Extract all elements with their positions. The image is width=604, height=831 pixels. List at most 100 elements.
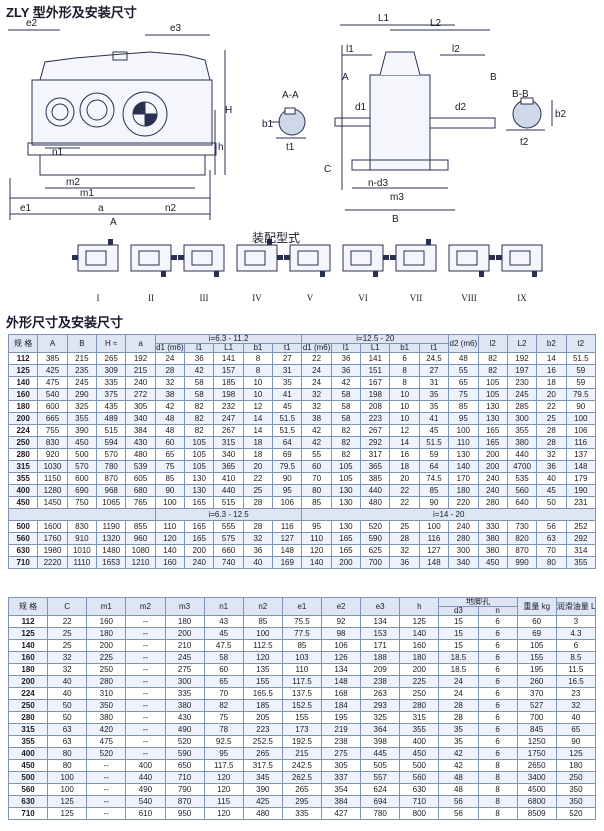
- table-cell: 28: [154, 364, 186, 377]
- table-cell: 51.5: [418, 436, 450, 449]
- table-cell: --: [125, 639, 166, 652]
- shaft-input: [489, 255, 495, 260]
- table-cell: 18.5: [438, 651, 479, 664]
- table-cell: 305: [125, 400, 156, 413]
- table-cell: 694: [360, 795, 401, 808]
- table-cell: 25: [389, 520, 420, 533]
- table-cell: 250: [7, 699, 49, 712]
- t2-head-n2: n2: [242, 597, 283, 616]
- table-cell: 82: [330, 436, 362, 449]
- table-cell: 127: [418, 544, 450, 557]
- table-cell: 280: [7, 711, 49, 724]
- table-cell: 210: [164, 639, 205, 652]
- label-h-upper: H: [225, 105, 232, 116]
- table-cell: 630: [7, 795, 49, 808]
- table-cell: 74.5: [418, 472, 450, 485]
- table-cell: 845: [516, 723, 557, 736]
- table-cell: 12: [389, 424, 420, 437]
- table-cell: 100: [154, 496, 186, 509]
- table-cell: 75: [154, 460, 186, 473]
- table-cell: 185: [213, 376, 244, 389]
- table-cell: 170: [448, 472, 479, 485]
- table-cell: 750: [66, 496, 98, 509]
- table-cell: 830: [66, 520, 98, 533]
- table-cell: 10: [389, 388, 420, 401]
- table-cell: 950: [164, 807, 205, 820]
- table-cell: 293: [360, 699, 401, 712]
- table-cell: 315: [399, 711, 440, 724]
- t2-head-foot: 地脚孔: [438, 597, 518, 607]
- table-cell: 665: [37, 412, 68, 425]
- t1-head-l2: l2: [477, 334, 508, 353]
- shaft-input: [284, 255, 290, 260]
- table-cell: 500: [7, 520, 39, 533]
- table-cell: 855: [125, 520, 156, 533]
- table-cell: 134: [320, 663, 362, 676]
- table-cell: 230: [506, 376, 538, 389]
- table-cell: 22: [301, 352, 332, 365]
- shaft-input: [277, 255, 283, 260]
- label-b-b: B-B: [512, 89, 529, 100]
- table-cell: 440: [213, 484, 244, 497]
- assembly-inner: [244, 250, 266, 266]
- table-cell: 152.5: [281, 699, 323, 712]
- table-cell: 245: [66, 376, 98, 389]
- label-e1: e1: [20, 203, 32, 214]
- table-cell: 355: [7, 735, 49, 748]
- table-cell: 2650: [516, 759, 557, 772]
- table-cell: 420: [86, 723, 127, 736]
- t1-head-l1b: l1: [330, 343, 362, 353]
- table-cell: 180: [399, 651, 440, 664]
- table-cell: 3: [555, 615, 597, 628]
- label-m1: m1: [80, 188, 94, 199]
- table-cell: 168: [320, 687, 362, 700]
- table-cell: 25: [47, 639, 88, 652]
- assembly-box: [77, 244, 119, 272]
- table-cell: 317: [360, 448, 391, 461]
- table-cell: 11.5: [555, 663, 597, 676]
- table-cell: 35: [272, 376, 303, 389]
- t2-head-m1: m1: [86, 597, 127, 616]
- table-cell: 800: [399, 807, 440, 820]
- table-cell: 64: [272, 436, 303, 449]
- table-cell: 18.5: [438, 663, 479, 676]
- label-L2: L2: [430, 18, 442, 29]
- label-n2: n2: [165, 203, 177, 214]
- table-cell: 730: [506, 520, 538, 533]
- table-cell: 6: [389, 352, 420, 365]
- table-cell: 155: [516, 651, 557, 664]
- table-cell: 85: [418, 484, 450, 497]
- table-cell: 160: [7, 388, 39, 401]
- table-cell: 110: [448, 436, 479, 449]
- table2-head-row: 规 格 C m1 m2 m3 n1 n2 e1 e2 e3 h 地脚孔 重量 k…: [7, 597, 597, 616]
- t2-head-m3: m3: [164, 597, 205, 616]
- table-cell: 1980: [37, 544, 68, 557]
- assembly-type-1: I: [72, 239, 119, 303]
- table-cell: 185: [242, 699, 283, 712]
- assembly-label: I: [97, 293, 100, 303]
- table-cell: 112: [7, 352, 39, 365]
- table-cell: 355: [7, 472, 39, 485]
- table-cell: 22: [47, 615, 88, 628]
- table-cell: 223: [242, 723, 283, 736]
- table-cell: 250: [86, 663, 127, 676]
- table-cell: 190: [565, 484, 597, 497]
- table-cell: 32: [47, 663, 88, 676]
- table-cell: 32: [555, 699, 597, 712]
- label-n-d3: n-d3: [368, 178, 388, 189]
- table-cell: 38: [154, 388, 186, 401]
- table-cell: 63: [536, 532, 567, 545]
- table-cell: 285: [506, 400, 538, 413]
- table-cell: 335: [281, 807, 323, 820]
- table-cell: 12: [242, 400, 274, 413]
- table-cell: 345: [242, 771, 283, 784]
- table-cell: 192.5: [281, 735, 323, 748]
- table-cell: 28: [536, 436, 567, 449]
- table-cell: --: [86, 807, 127, 820]
- table-cell: 220: [448, 496, 479, 509]
- table-cell: 165.5: [242, 687, 283, 700]
